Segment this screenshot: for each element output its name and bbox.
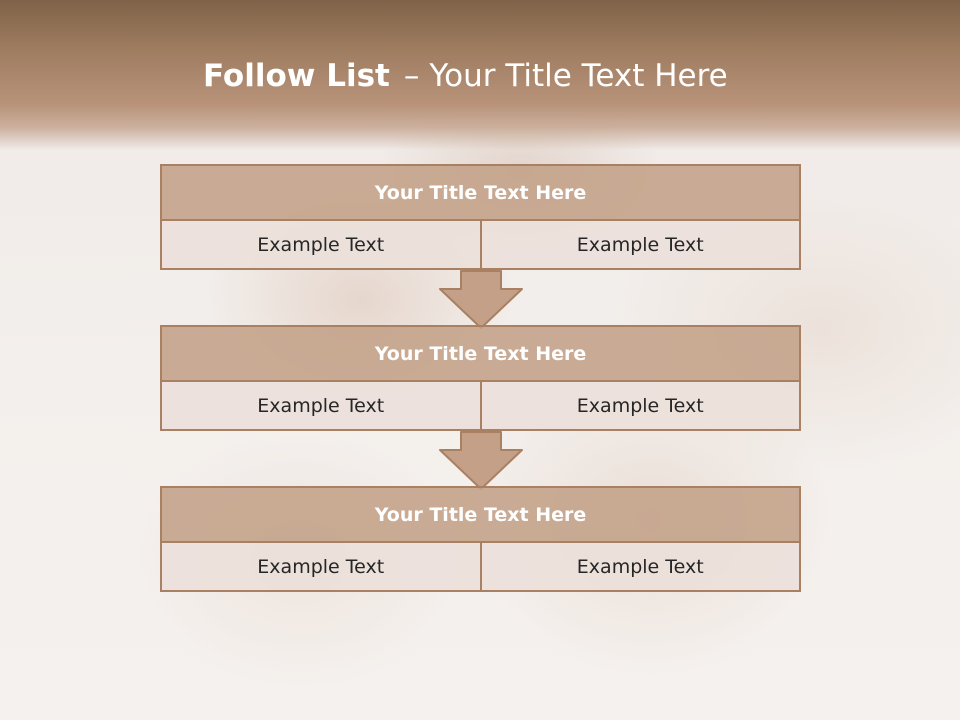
block-cell-right: Example Text xyxy=(479,221,800,268)
block-row: Example Text Example Text xyxy=(160,382,801,431)
header-band xyxy=(0,0,960,150)
block-title: Your Title Text Here xyxy=(160,164,801,221)
title-bold: Follow List xyxy=(203,58,390,94)
list-block-3: Your Title Text Here Example Text Exampl… xyxy=(160,486,801,592)
title-dash: – xyxy=(403,58,420,94)
list-block-1: Your Title Text Here Example Text Exampl… xyxy=(160,164,801,270)
block-cell-right: Example Text xyxy=(479,382,800,429)
block-title: Your Title Text Here xyxy=(160,486,801,543)
block-row: Example Text Example Text xyxy=(160,543,801,592)
block-row: Example Text Example Text xyxy=(160,221,801,270)
down-arrow-icon xyxy=(439,270,523,329)
block-cell-left: Example Text xyxy=(257,233,385,256)
block-cell-left: Example Text xyxy=(257,394,385,417)
slide-title: Follow List–Your Title Text Here xyxy=(0,56,960,96)
list-block-2: Your Title Text Here Example Text Exampl… xyxy=(160,325,801,431)
block-cell-left: Example Text xyxy=(257,555,385,578)
block-title: Your Title Text Here xyxy=(160,325,801,382)
title-rest: Your Title Text Here xyxy=(429,58,728,94)
down-arrow-icon xyxy=(439,431,523,490)
block-cell-right: Example Text xyxy=(479,543,800,590)
